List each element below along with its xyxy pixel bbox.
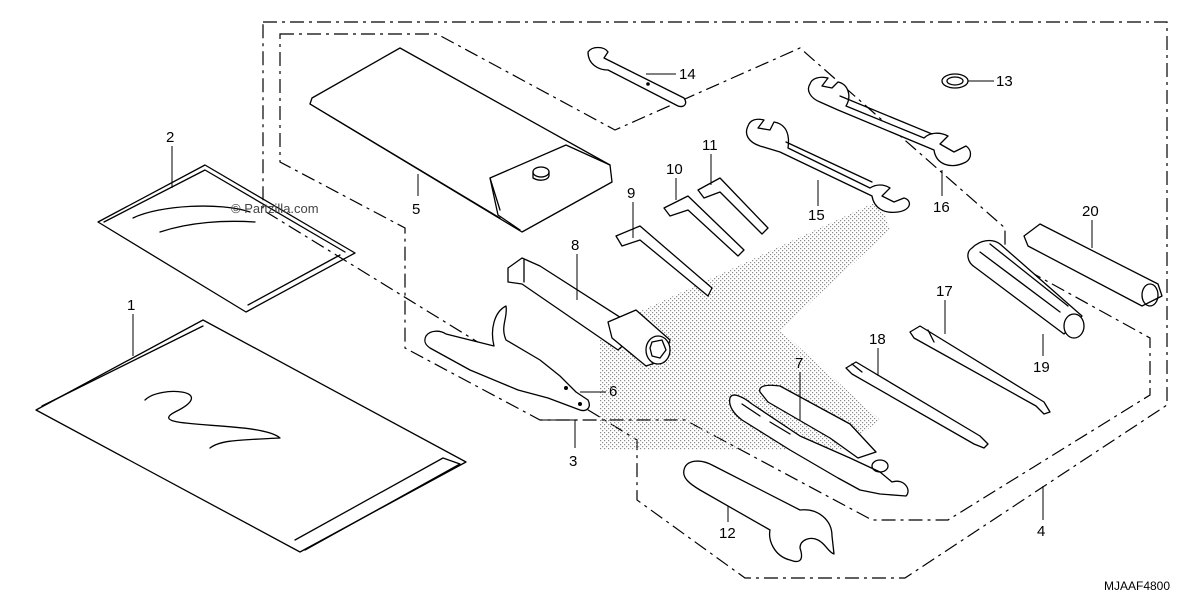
part-18-screwdriver-shaft [845,361,989,449]
callout-8: 8 [571,237,579,254]
callout-17: 17 [936,283,953,300]
callout-1: 1 [127,297,135,314]
part-17-screwdriver-shaft [909,325,1051,415]
callout-4: 4 [1037,523,1045,540]
part-13-o-ring [941,73,969,89]
group-outline-4 [262,21,1168,579]
part-1-document-sleeve [35,319,467,553]
diagram-code: MJAAF4800 [1104,579,1170,593]
part-16-double-wrench [807,76,972,167]
callout-19: 19 [1033,359,1050,376]
part-14-small-wrench [587,46,687,108]
part-12-spanner [683,460,835,563]
part-8-socket-wrench [507,257,671,367]
part-20-grip-sleeve [1023,223,1163,307]
part-11-hex-key [697,177,769,235]
callout-18: 18 [869,331,886,348]
callout-9: 9 [627,185,635,202]
callout-7: 7 [795,355,803,372]
callout-14: 14 [679,66,696,83]
callout-13: 13 [996,73,1013,90]
callout-12: 12 [719,525,736,542]
part-6-pin-spanner [424,305,590,412]
callout-15: 15 [808,207,825,224]
leader-lines [132,73,1093,522]
group-outline-3 [279,33,1151,521]
part-7-pliers [728,384,909,497]
callout-20: 20 [1082,203,1099,220]
callout-3: 3 [569,453,577,470]
part-5-tool-bag [309,47,613,233]
callout-10: 10 [666,161,683,178]
part-15-wrench [745,118,910,214]
watermark: © Partzilla.com [231,201,319,216]
callout-16: 16 [933,199,950,216]
callout-6: 6 [609,383,617,400]
callout-2: 2 [166,129,174,146]
callout-5: 5 [412,201,420,218]
part-2-small-sleeve [97,164,356,313]
part-10-hex-key [663,195,745,257]
shadow-region [600,200,890,450]
callout-11: 11 [702,137,718,154]
part-19-screwdriver-handle [967,239,1085,339]
part-9-hex-key [615,225,713,297]
